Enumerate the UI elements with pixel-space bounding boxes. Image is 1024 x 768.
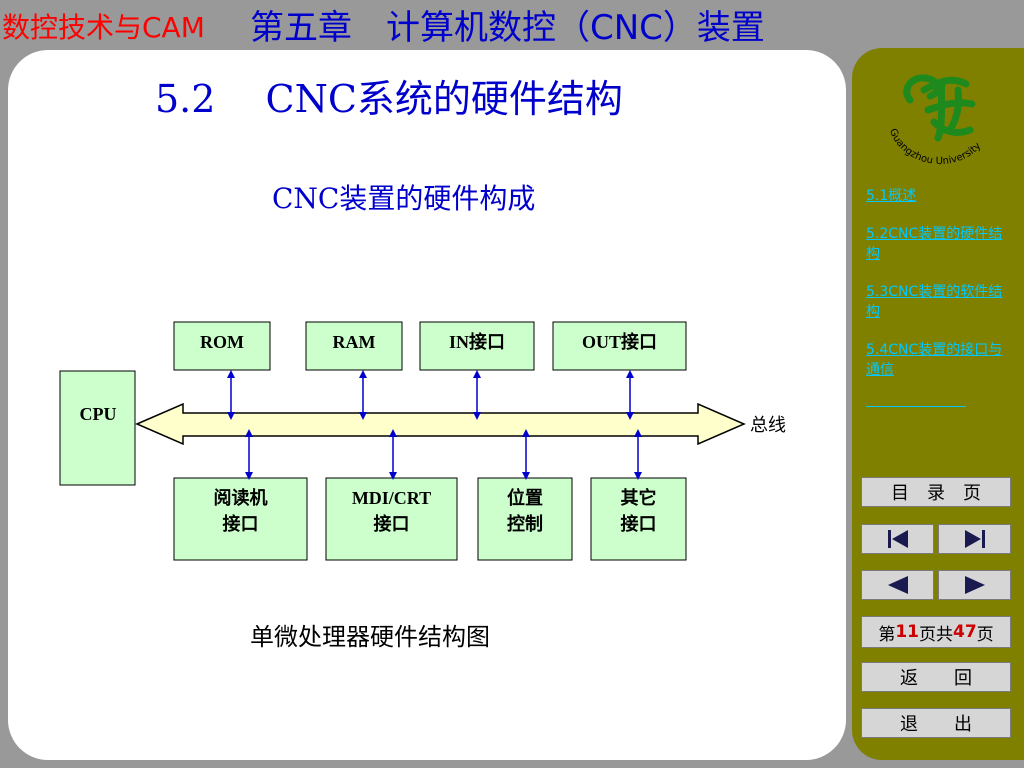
nav-link-5-1-overview[interactable]: 5.1概述: [866, 188, 917, 204]
next-page-button[interactable]: [938, 570, 1011, 600]
previous-page-button[interactable]: [861, 570, 934, 600]
nav-link-5-2-hardware[interactable]: 5.2CNC装置的硬件结构: [866, 226, 1003, 262]
total-page-number: 47: [953, 622, 977, 642]
bottom-module-label-line2: 接口: [621, 513, 657, 534]
top-module-label: OUT接口: [582, 331, 657, 352]
slide-heading: 5.2 CNC系统的硬件结构: [155, 77, 623, 121]
bottom-module-label-line1: 其它: [621, 487, 657, 508]
first-page-button[interactable]: [861, 524, 934, 554]
diagram-subtitle: CNC装置的硬件构成: [272, 182, 536, 215]
main-content-panel: [8, 50, 846, 760]
current-page-number: 11: [895, 622, 919, 642]
page-prefix: 第: [878, 624, 896, 645]
nav-link-5-3-software[interactable]: 5.3CNC装置的软件结构: [866, 284, 1003, 320]
top-module-label: RAM: [333, 332, 376, 352]
bottom-module-label-line2: 接口: [223, 513, 259, 534]
toc-button[interactable]: 目 录 页: [861, 477, 1011, 507]
top-module-box: [173, 321, 271, 371]
chapter-title: 第五章 计算机数控（CNC）装置: [250, 8, 765, 48]
last-page-icon: [964, 530, 985, 548]
first-page-icon: [887, 530, 908, 548]
university-logo-icon: Guangzhou University: [887, 74, 983, 167]
nav-divider: [866, 406, 966, 407]
cpu-label: CPU: [80, 404, 117, 424]
top-module-box: [552, 321, 687, 371]
top-module-label: ROM: [200, 332, 244, 352]
exit-button[interactable]: 退 出: [861, 708, 1011, 738]
page-middle: 页共: [919, 624, 953, 645]
next-page-icon: [964, 576, 985, 594]
bottom-module-box: [325, 477, 458, 561]
bottom-module-box: [590, 477, 687, 561]
previous-page-icon: [887, 576, 908, 594]
nav-link-5-4-interface[interactable]: 5.4CNC装置的接口与通信: [866, 342, 1003, 378]
top-module-label: IN接口: [449, 331, 505, 352]
bottom-module-label-line1: MDI/CRT: [352, 488, 431, 508]
last-page-button[interactable]: [938, 524, 1011, 554]
bottom-module-label-line1: 阅读机: [214, 487, 268, 508]
bottom-module-box: [477, 477, 573, 561]
page-suffix: 页: [976, 624, 994, 645]
bottom-module-label-line1: 位置: [507, 487, 543, 508]
bottom-module-box: [173, 477, 308, 561]
back-button[interactable]: 返 回: [861, 662, 1011, 692]
diagram-caption: 单微处理器硬件结构图: [250, 623, 490, 651]
bottom-module-label-line2: 控制: [507, 513, 543, 534]
cpu-box: [59, 370, 136, 486]
system-bus-arrow: [135, 402, 746, 446]
bus-label: 总线: [750, 415, 786, 436]
top-module-box: [305, 321, 403, 371]
header-bar: 数控技术与CAM 第五章 计算机数控（CNC）装置: [0, 0, 1024, 50]
bottom-module-label-line2: 接口: [374, 513, 410, 534]
top-module-box: [419, 321, 535, 371]
course-title: 数控技术与CAM: [2, 11, 205, 44]
